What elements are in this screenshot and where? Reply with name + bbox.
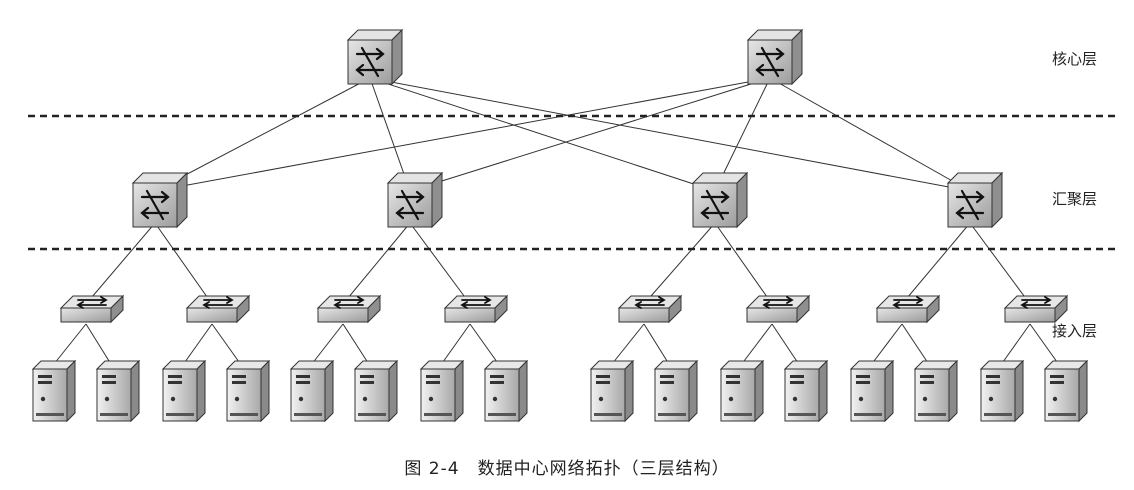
server [913,359,959,423]
server [483,359,529,423]
server [225,359,271,423]
core-agg-link [369,77,716,192]
figure-number: 图 2-4 [404,459,460,479]
core-layer-label: 核心层 [1052,50,1098,68]
access-switch [185,294,251,324]
server [31,359,77,423]
figure-title: 数据中心网络拓扑（三层结构） [477,459,730,479]
core-switch [746,28,804,86]
access-layer-label: 接入层 [1052,322,1098,340]
switch-arrows-icon [1020,296,1052,309]
server [719,359,765,423]
switch-arrows-icon [355,46,385,78]
core-agg-link [369,77,411,192]
switch-arrows-icon [762,296,794,309]
agg-access-link [714,222,773,305]
access-switch [59,294,125,324]
server [353,359,399,423]
agg-access-link [85,222,156,305]
core-agg-link [154,77,771,192]
access-switch [316,294,382,324]
switch-arrows-icon [395,189,425,221]
agg-access-link [643,222,716,305]
aggregation-switch [386,171,444,229]
access-switch [443,294,509,324]
layer-dividers [28,114,1118,251]
aggregation-switch [946,171,1004,229]
figure-caption: 图 2-4 数据中心网络拓扑（三层结构） [0,454,1134,479]
switch-arrows-icon [892,296,924,309]
server [419,359,465,423]
server [849,359,895,423]
core-agg-link [714,77,771,192]
agg-access-link [969,222,1031,305]
switch-arrows-icon [955,189,985,221]
switch-arrows-icon [333,296,365,309]
server [289,359,335,423]
switch-arrows-icon [76,296,108,309]
core-switch [346,28,404,86]
server [979,359,1025,423]
server [1043,359,1089,423]
server [161,359,207,423]
devices-group [31,28,1089,423]
agg-access-link [342,222,411,305]
switch-arrows-icon [700,189,730,221]
core-agg-link [154,77,371,192]
switch-arrows-icon [140,189,170,221]
switch-arrows-icon [202,296,234,309]
access-switch [1003,294,1069,324]
access-switch [617,294,683,324]
agg-access-link [409,222,471,305]
aggregation-switch [131,171,189,229]
access-switch [875,294,941,324]
server [589,359,635,423]
links-group [49,77,1063,370]
access-switch [745,294,811,324]
server [95,359,141,423]
aggregation-switch [691,171,749,229]
core-agg-link [369,77,971,192]
switch-arrows-icon [634,296,666,309]
server [783,359,829,423]
core-agg-link [769,77,971,192]
switch-arrows-icon [755,46,785,78]
server [653,359,699,423]
switch-arrows-icon [460,296,492,309]
agg-access-link [901,222,971,305]
core-agg-link [409,77,771,192]
aggregation-layer-label: 汇聚层 [1052,190,1098,208]
agg-access-link [154,222,213,305]
